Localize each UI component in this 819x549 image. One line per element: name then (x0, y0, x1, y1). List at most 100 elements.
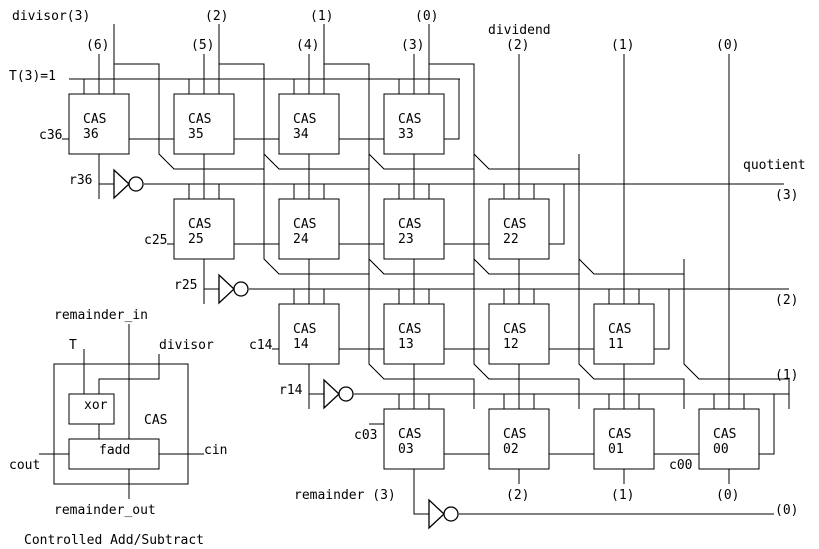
cas-cell-id: 14 (293, 337, 309, 352)
cas-cell-id: 34 (293, 127, 309, 142)
cas-cell-name: CAS (83, 112, 106, 127)
cas-cell-box (488, 408, 550, 470)
cas-cell-id: 25 (188, 232, 204, 247)
cas-cell-name: CAS (398, 217, 421, 232)
carry-loop-wire (549, 184, 565, 245)
divisor-pass-wire (473, 259, 580, 409)
cas-cell-id: 22 (503, 232, 519, 247)
cas-cell-id: 12 (503, 337, 519, 352)
c14-label: c14 (249, 338, 273, 353)
cas-cell-box (383, 93, 445, 155)
legend-divisor-label: divisor (159, 338, 214, 353)
remainder-1-label: (1) (611, 488, 634, 503)
cas-cell-id: 24 (293, 232, 309, 247)
inverter-bubble-icon (443, 506, 459, 522)
cas-cell-id: 03 (398, 442, 414, 457)
cas-cell-id: 35 (188, 127, 204, 142)
wires (62, 24, 790, 515)
quotient-3-label: (3) (775, 188, 798, 203)
legend-cas-outline (53, 363, 189, 485)
remainder-2-label: (2) (506, 488, 529, 503)
inverters (113, 168, 459, 530)
inverter-triangle-icon (113, 168, 130, 200)
r25-label: r25 (174, 278, 197, 293)
divisor-3-label: divisor(3) (12, 9, 90, 24)
inverter-triangle-icon (323, 378, 340, 410)
cas-cell-box (278, 198, 340, 260)
divisor-pass-wire (578, 259, 685, 409)
divisor-2-label: (2) (205, 9, 228, 24)
c25-label: c25 (144, 233, 167, 248)
divisor-pass-wire (683, 259, 790, 409)
row-output-wire (413, 469, 429, 515)
cas-cell-id: 02 (503, 442, 519, 457)
cas-cell-name: CAS (398, 427, 421, 442)
dividend-0-label: (0) (716, 38, 739, 53)
legend-remainder-out-label: remainder_out (54, 503, 156, 518)
cas-cell-id: 01 (608, 442, 624, 457)
legend-cin-label: cin (204, 443, 227, 458)
remainder-0-label: (0) (716, 488, 739, 503)
cas-cell-id: 00 (713, 442, 729, 457)
cas-cell-box (383, 408, 445, 470)
legend-xor-label: xor (84, 398, 108, 413)
c00-label: c00 (669, 458, 692, 473)
divisor-pass-wire (429, 63, 580, 199)
cas-cell-name: CAS (503, 322, 526, 337)
cas-cell-name: CAS (293, 112, 316, 127)
cas-cell-id: 13 (398, 337, 414, 352)
t-signal-label: T(3)=1 (9, 69, 56, 84)
cas-cell-name: CAS (293, 217, 316, 232)
dividend-1-label: (1) (611, 38, 634, 53)
cas-cell-id: 23 (398, 232, 414, 247)
dividend-3-label: (3) (401, 38, 424, 53)
cas-cell-name: CAS (713, 427, 736, 442)
inverter-bubble-icon (233, 281, 249, 297)
legend-cout-label: cout (9, 458, 40, 473)
legend-fadd-label: fadd (99, 443, 130, 458)
quotient-2-label: (2) (775, 293, 798, 308)
cas-cell-box (68, 93, 130, 155)
inverter-triangle-icon (218, 273, 235, 305)
cas-cell-box (593, 408, 655, 470)
cas-cells: CAS36CAS35CAS34CAS33CAS25CAS24CAS23CAS22… (68, 93, 760, 470)
cas-cell-box (173, 198, 235, 260)
remainder-3-label: remainder (3) (294, 488, 396, 503)
cas-cell-box (278, 93, 340, 155)
cas-cell-box (278, 303, 340, 365)
quotient-label: quotient (743, 158, 806, 173)
cas-cell-box (383, 303, 445, 365)
divisor-0-label: (0) (415, 9, 438, 24)
cas-cell-name: CAS (398, 322, 421, 337)
cas-cell-name: CAS (608, 427, 631, 442)
dividend-2-label: (2) (506, 38, 529, 53)
cas-cell-id: 11 (608, 337, 624, 352)
carry-loop-wire (654, 289, 670, 350)
divisor-pass-wire (578, 154, 685, 304)
row-output-wire (308, 364, 324, 395)
cas-cell-name: CAS (503, 427, 526, 442)
quotient-0-label: (0) (775, 503, 798, 518)
cas-cell-name: CAS (188, 217, 211, 232)
cas-cell-box (698, 408, 760, 470)
cas-cell-name: CAS (293, 322, 316, 337)
carry-loop-wire (759, 394, 775, 455)
dividend-6-label: (6) (86, 38, 109, 53)
cas-cell-name: CAS (608, 322, 631, 337)
legend-cas-label: CAS (144, 413, 167, 428)
cas-cell-id: 36 (83, 127, 99, 142)
carry-loop-wire (444, 79, 460, 140)
row-output-wire (203, 259, 219, 290)
dividend-label: dividend (488, 23, 551, 38)
